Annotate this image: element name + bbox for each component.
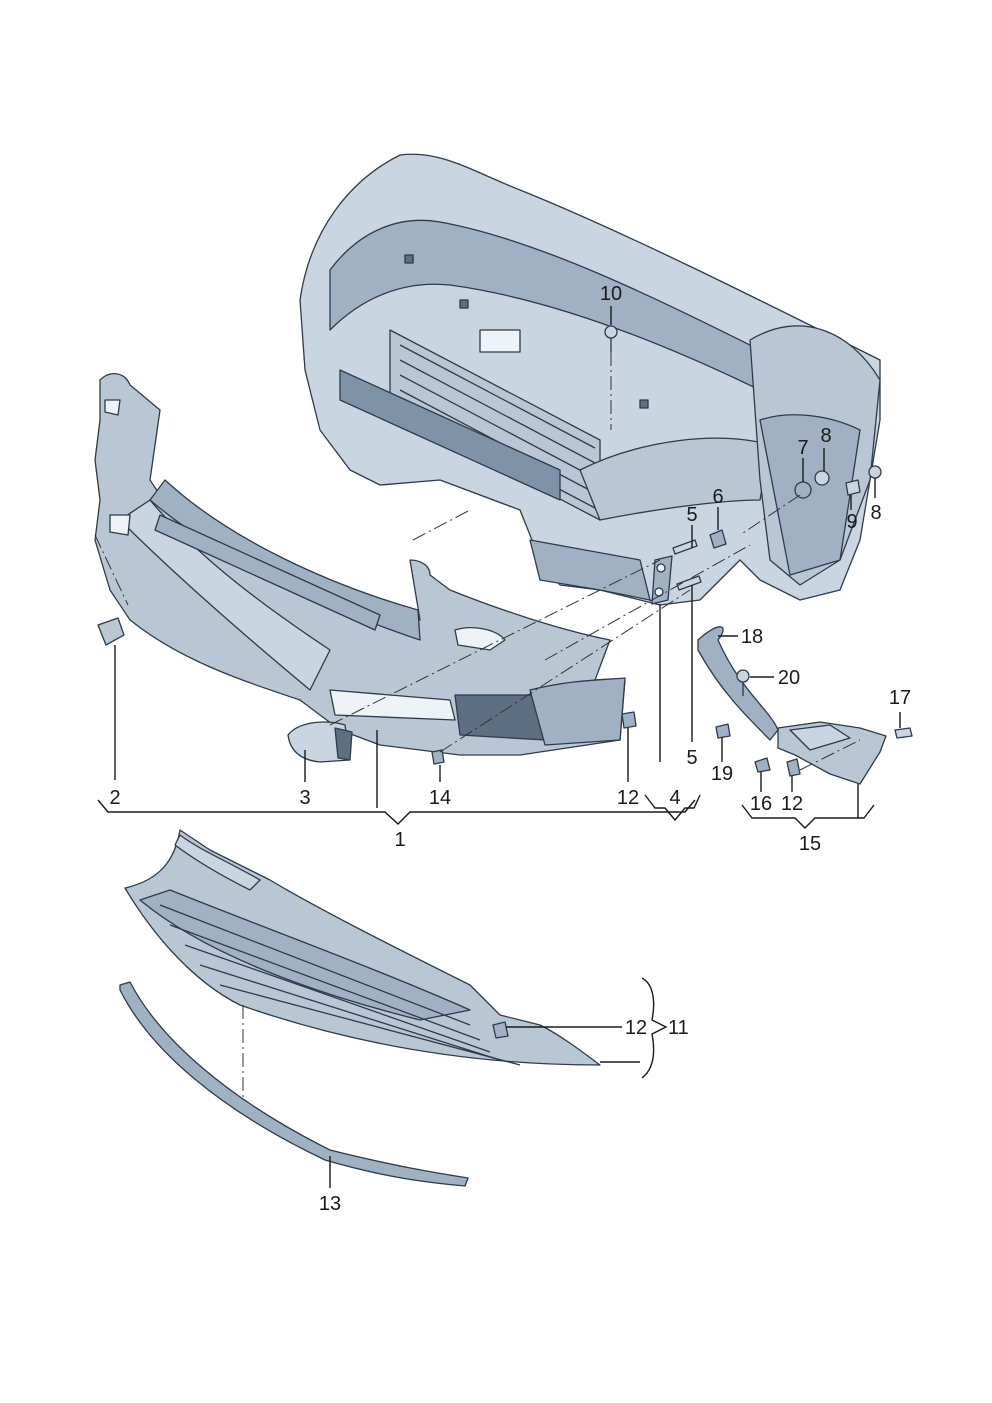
callout-19: 19: [711, 763, 733, 785]
clip-part-16: [754, 757, 771, 773]
side-bracket-assembly: [777, 721, 887, 785]
bolt-part-10: [604, 325, 618, 352]
callout-5-upper: 5: [686, 504, 697, 526]
front-end-carrier: [299, 153, 881, 606]
callout-12-undertray: 12: [625, 1017, 647, 1039]
leader-lines: [114, 306, 901, 1188]
grommet-part-8-upper: [814, 470, 830, 486]
callout-18: 18: [741, 626, 763, 648]
callout-20: 20: [778, 667, 800, 689]
callout-16: 16: [750, 793, 772, 815]
clip-part-12-bumper: [621, 711, 637, 729]
callout-12-bumper: 12: [617, 787, 639, 809]
engine-undertray: [124, 829, 601, 1066]
clip-part-6: [709, 529, 727, 549]
clip-part-14: [431, 749, 445, 765]
callout-labels: 1 2 3 4 5 5 6 7 8 8 9 10 11 12 12 12 13 …: [109, 283, 911, 1215]
nut-part-7: [794, 481, 812, 499]
screw-part-20: [736, 669, 750, 696]
callout-10: 10: [600, 283, 622, 305]
lower-trim-strip: [119, 981, 469, 1187]
callout-11: 11: [668, 1017, 689, 1039]
bumper-mounting-strip: [154, 514, 381, 631]
screw-part-17: [894, 727, 913, 739]
towing-eye-cap: [97, 617, 125, 646]
callout-2: 2: [109, 787, 120, 809]
callout-5-lower: 5: [686, 747, 697, 769]
undertray-ribs: [159, 904, 521, 1066]
callout-12-bracket: 12: [781, 793, 803, 815]
clip-part-19: [715, 723, 731, 739]
assembly-lines: [94, 352, 861, 1100]
grommet-part-8-lower: [868, 465, 882, 479]
bumper-cover: [94, 373, 626, 756]
callout-15: 15: [799, 833, 821, 855]
callout-17: 17: [889, 687, 911, 709]
screw-part-5-upper: [672, 539, 698, 555]
callout-8-lower: 8: [870, 502, 881, 524]
callout-6: 6: [712, 486, 723, 508]
clip-part-12-undertray: [492, 1021, 509, 1039]
callout-7: 7: [797, 437, 808, 459]
callout-3: 3: [299, 787, 310, 809]
callout-8-upper: 8: [820, 425, 831, 447]
callout-1: 1: [394, 829, 405, 851]
callout-13: 13: [319, 1193, 341, 1215]
trim-strip-part-18: [697, 626, 779, 741]
group-brackets: [97, 794, 875, 1079]
callout-9: 9: [846, 511, 857, 533]
fog-light-grille: [287, 721, 353, 763]
clip-part-12-bracket: [786, 758, 801, 777]
bushing-part-9: [845, 479, 861, 496]
callout-14: 14: [429, 787, 451, 809]
callout-4: 4: [669, 787, 680, 809]
screw-part-5-lower: [676, 575, 702, 591]
